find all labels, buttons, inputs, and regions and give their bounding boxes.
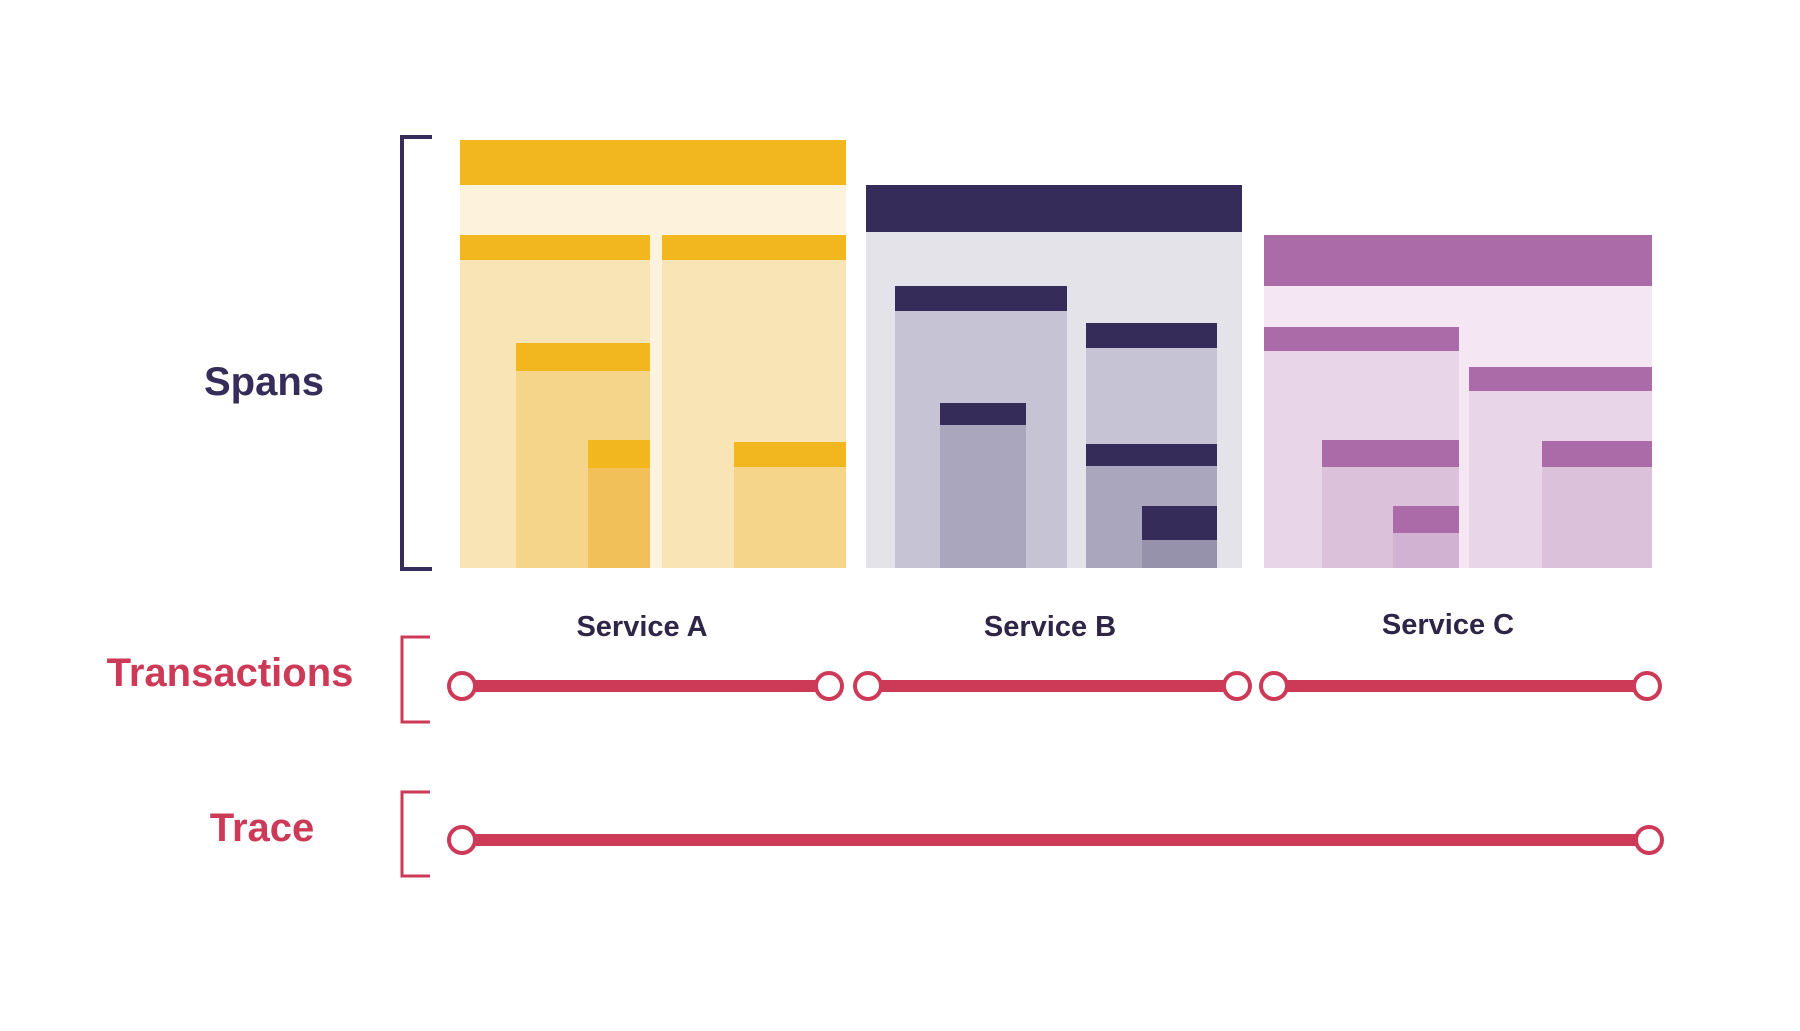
service-a-grandchild-span xyxy=(516,343,650,371)
service-c-spans xyxy=(1264,235,1652,568)
service-c-root-span xyxy=(1264,235,1652,286)
transaction-b-start-node xyxy=(853,671,883,701)
service-c-label: Service C xyxy=(1382,609,1514,641)
service-a-child-left-span xyxy=(460,235,650,260)
transaction-a-end-node xyxy=(814,671,844,701)
transaction-service-c xyxy=(1259,671,1662,701)
service-b-child-right-span xyxy=(1086,323,1217,348)
service-b-child-left-span xyxy=(895,286,1067,311)
transaction-service-b xyxy=(853,671,1252,701)
service-b-grandchild-right-span xyxy=(1086,444,1217,466)
service-c-child-left-span xyxy=(1264,327,1459,351)
service-b-label: Service B xyxy=(984,611,1116,643)
transaction-c-end-node xyxy=(1632,671,1662,701)
transactions-label: Transactions xyxy=(107,651,354,695)
trace-end-node xyxy=(1634,825,1664,855)
trace-label: Trace xyxy=(210,806,315,850)
service-b-grandchild-left-span xyxy=(940,403,1026,425)
service-a-grandchild-right-span xyxy=(734,442,846,467)
service-a-label: Service A xyxy=(576,611,707,643)
trace-bracket xyxy=(400,790,430,878)
service-b-spans xyxy=(866,185,1242,568)
service-a-root-span xyxy=(460,140,846,185)
trace-timeline xyxy=(447,825,1664,855)
transaction-a-start-node xyxy=(447,671,477,701)
spans-bracket xyxy=(400,135,432,571)
spans-label: Spans xyxy=(204,360,324,404)
service-c-grandchild-left-span xyxy=(1322,440,1459,467)
trace-start-node xyxy=(447,825,477,855)
transaction-service-a xyxy=(447,671,844,701)
transaction-b-end-node xyxy=(1222,671,1252,701)
transactions-bracket xyxy=(400,635,430,724)
service-c-greatgrandchild-span xyxy=(1393,506,1459,533)
transaction-c-start-node xyxy=(1259,671,1289,701)
service-b-greatgrandchild-span xyxy=(1142,506,1217,540)
service-a-child-right-span xyxy=(662,235,846,260)
service-b-grandchild-left-body xyxy=(940,403,1026,568)
service-c-grandchild-right-span xyxy=(1542,441,1652,467)
service-b-root-span xyxy=(866,185,1242,232)
service-a-spans xyxy=(460,140,846,568)
service-c-child-right-span xyxy=(1469,367,1652,391)
service-a-greatgrandchild-span xyxy=(588,440,650,468)
